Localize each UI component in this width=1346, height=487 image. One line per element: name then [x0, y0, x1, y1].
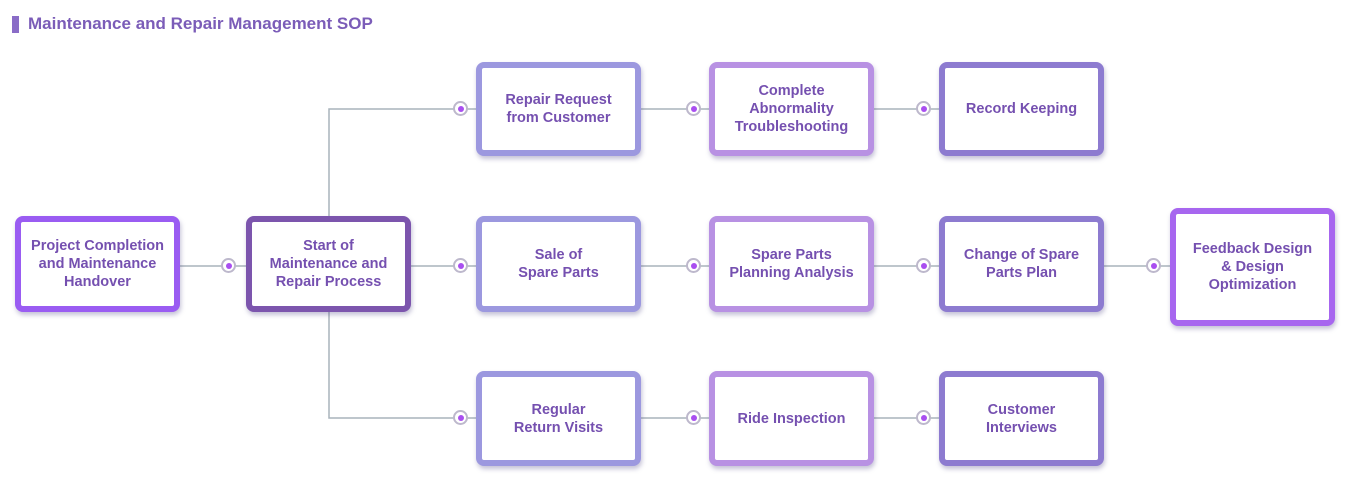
page-title: Maintenance and Repair Management SOP — [28, 14, 373, 33]
node-label: Repair Request from Customer — [505, 92, 612, 126]
node-change-spare-parts-plan[interactable]: Change of Spare Parts Plan — [939, 216, 1104, 312]
node-start-process[interactable]: Start of Maintenance and Repair Process — [246, 216, 411, 312]
node-feedback-design[interactable]: Feedback Design & Design Optimization — [1170, 208, 1335, 326]
node-record-keeping[interactable]: Record Keeping — [939, 62, 1104, 156]
connector-dot — [686, 410, 701, 425]
node-label: Start of Maintenance and Repair Process — [269, 238, 388, 290]
title-accent-bar — [12, 16, 19, 33]
connector-dot — [916, 101, 931, 116]
node-repair-request[interactable]: Repair Request from Customer — [476, 62, 641, 156]
node-label: Complete Abnormality Troubleshooting — [734, 83, 849, 135]
node-abnormality-troubleshooting[interactable]: Complete Abnormality Troubleshooting — [709, 62, 874, 156]
connector-dot — [686, 101, 701, 116]
node-regular-return-visits[interactable]: Regular Return Visits — [476, 371, 641, 466]
connector-dot — [453, 410, 468, 425]
node-label: Ride Inspection — [737, 410, 846, 427]
node-ride-inspection[interactable]: Ride Inspection — [709, 371, 874, 466]
connector-dot — [916, 258, 931, 273]
connector-start-repair-request — [328, 108, 478, 218]
node-label: Customer Interviews — [986, 401, 1057, 436]
node-sale-spare-parts[interactable]: Sale of Spare Parts — [476, 216, 641, 312]
node-label: Project Completion and Maintenance Hando… — [31, 238, 164, 290]
node-label: Record Keeping — [965, 101, 1078, 117]
node-spare-parts-planning[interactable]: Spare Parts Planning Analysis — [709, 216, 874, 312]
connector-dot — [453, 258, 468, 273]
node-customer-interviews[interactable]: Customer Interviews — [939, 371, 1104, 466]
node-label: Feedback Design & Design Optimization — [1192, 241, 1313, 293]
node-label: Sale of Spare Parts — [518, 247, 599, 281]
connector-dot — [1146, 258, 1161, 273]
node-label: Regular Return Visits — [513, 401, 604, 436]
node-label: Change of Spare Parts Plan — [963, 247, 1080, 281]
node-label: Spare Parts Planning Analysis — [729, 247, 854, 281]
node-project-handover[interactable]: Project Completion and Maintenance Hando… — [15, 216, 180, 312]
connector-dot — [221, 258, 236, 273]
connector-start-return-visits — [328, 312, 478, 419]
connector-dot — [453, 101, 468, 116]
connector-dot — [916, 410, 931, 425]
connector-dot — [686, 258, 701, 273]
